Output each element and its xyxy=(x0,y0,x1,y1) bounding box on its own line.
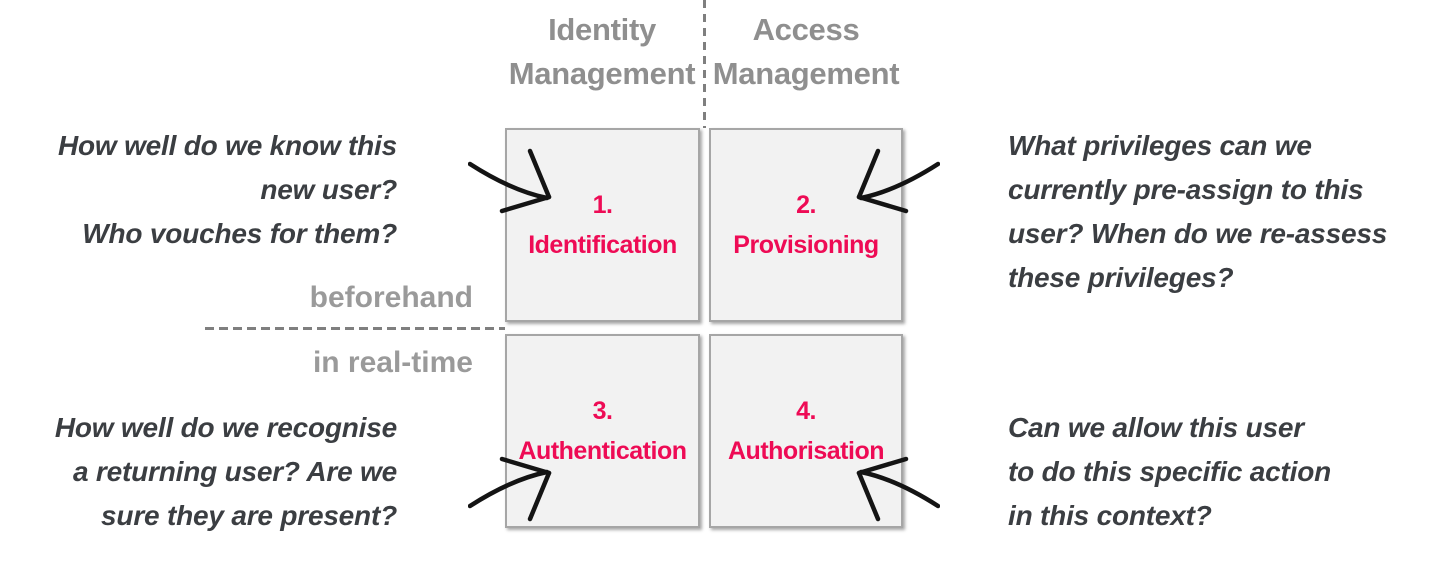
column-header-line: Identity xyxy=(548,12,656,47)
column-header-line: Management xyxy=(712,56,900,91)
annotation-line: How well do we know this xyxy=(57,130,397,161)
quadrant-title: Authentication xyxy=(518,437,688,465)
annotation-line: to do this specific action xyxy=(1008,456,1332,487)
annotation-line: Can we allow this user xyxy=(1008,412,1304,443)
quadrant-title: Provisioning xyxy=(733,231,879,259)
annotation-top-left: How well do we know this new user? Who v… xyxy=(20,124,397,256)
annotation-line: What privileges can we xyxy=(1008,130,1312,161)
annotation-bottom-right: Can we allow this user to do this specif… xyxy=(1008,406,1448,538)
annotation-line: Who vouches for them? xyxy=(82,218,397,249)
curved-arrow-icon xyxy=(468,456,552,522)
annotation-line: sure they are present? xyxy=(101,500,397,531)
quadrant-number: 4. xyxy=(796,397,816,425)
quadrant-authentication: 3. Authentication xyxy=(505,334,700,528)
column-header-identity-management: Identity Management xyxy=(495,8,709,96)
annotation-line: in this context? xyxy=(1008,500,1212,531)
annotation-top-right: What privileges can we currently pre-ass… xyxy=(1008,124,1448,300)
annotation-line: currently pre-assign to this xyxy=(1008,174,1364,205)
quadrant-title: Identification xyxy=(528,231,677,259)
quadrant-number: 2. xyxy=(796,191,816,219)
row-label-in-real-time: in real-time xyxy=(312,346,473,379)
annotation-line: How well do we recognise xyxy=(54,412,397,443)
quadrant-title: Authorisation xyxy=(728,437,885,465)
quadrant-number: 1. xyxy=(592,191,613,219)
curved-arrow-icon xyxy=(468,148,552,214)
quadrant-number: 3. xyxy=(592,397,613,425)
column-header-line: Access xyxy=(752,12,860,47)
annotation-line: new user? xyxy=(260,174,397,205)
annotation-line: user? When do we re-assess xyxy=(1008,218,1388,249)
curved-arrow-icon xyxy=(856,148,940,214)
annotation-line: these privileges? xyxy=(1008,262,1234,293)
column-divider-dashed-line xyxy=(703,0,706,128)
row-divider-dashed-line xyxy=(205,327,505,330)
row-label-beforehand: beforehand xyxy=(309,281,473,314)
column-header-access-management: Access Management xyxy=(700,8,912,96)
annotation-bottom-left: How well do we recognise a returning use… xyxy=(20,406,397,538)
curved-arrow-icon xyxy=(856,456,940,522)
quadrant-identification: 1. Identification xyxy=(505,128,700,322)
annotation-line: a returning user? Are we xyxy=(72,456,397,487)
quadrant-provisioning: 2. Provisioning xyxy=(709,128,903,322)
column-header-line: Management xyxy=(508,56,696,91)
